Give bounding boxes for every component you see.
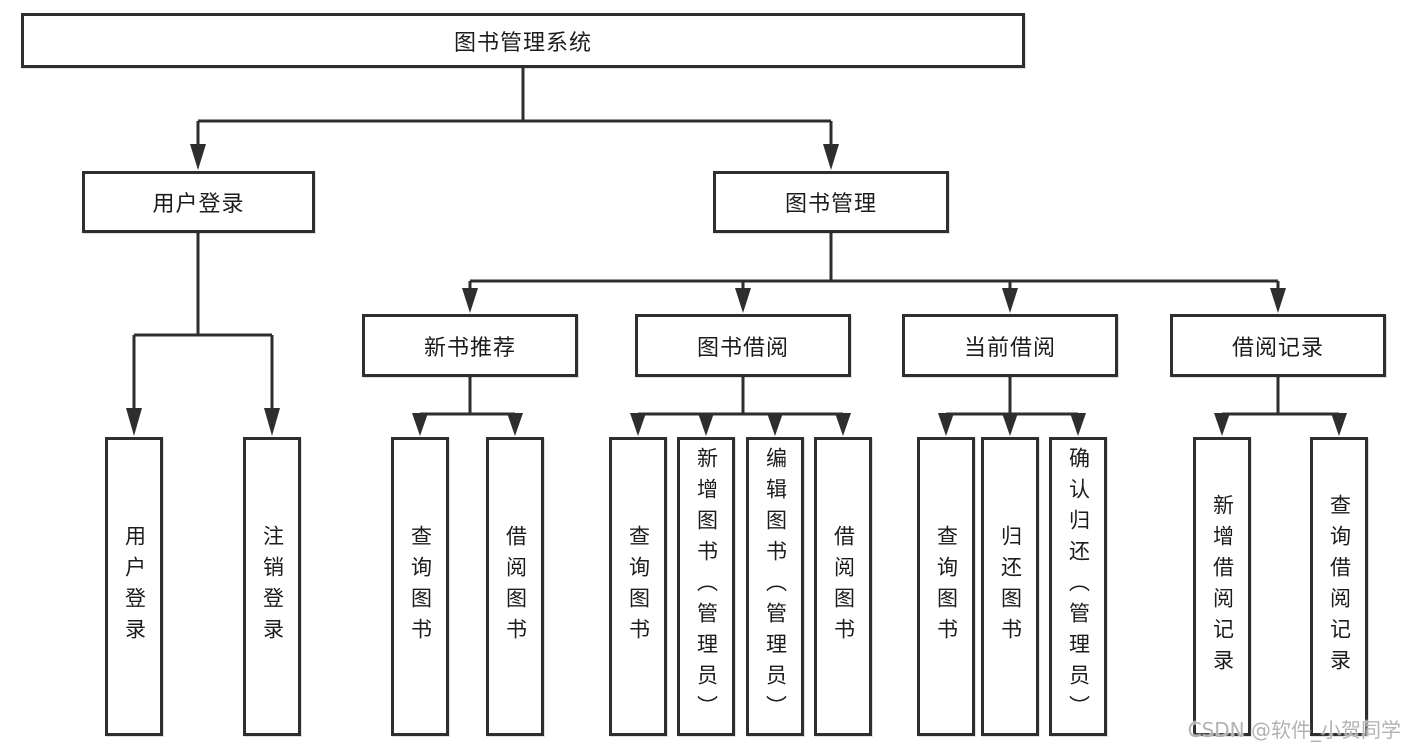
node-label: 图书管理系统: [453, 30, 592, 56]
node-borrow-records: 借阅记录: [1170, 314, 1386, 377]
leaf-label: 新增图书（管理员）: [694, 447, 719, 726]
arrowhead: [735, 288, 751, 313]
connector-current-borrow-to-leaves: [938, 377, 1086, 436]
leaf-borrow-query-book: 查询图书: [609, 437, 667, 736]
csdn-watermark: CSDN @软件_小贺同学: [1187, 718, 1401, 742]
leaf-return-book: 归还图书: [981, 437, 1039, 736]
leaf-label: 新增借阅记录: [1210, 493, 1235, 680]
arrowhead: [767, 413, 783, 436]
leaf-borrow-book: 借阅图书: [814, 437, 872, 736]
leaf-label: 借阅图书: [831, 524, 856, 649]
arrowhead: [835, 413, 851, 436]
node-label: 用户登录: [152, 192, 245, 217]
leaf-label: 归还图书: [998, 524, 1023, 649]
connector-borrow-records-to-leaves: [1214, 377, 1347, 436]
node-label: 当前借阅: [963, 335, 1056, 361]
leaf-label: 用户登录: [122, 524, 147, 649]
node-label: 图书管理: [784, 192, 877, 217]
arrowhead: [1214, 413, 1230, 436]
leaf-recommend-query-book: 查询图书: [391, 437, 449, 736]
arrowhead: [126, 408, 142, 436]
connector-root-to-level2: [190, 68, 839, 170]
leaf-label: 编辑图书（管理员）: [763, 447, 788, 726]
arrowhead: [1002, 288, 1018, 313]
node-book-management: 图书管理: [713, 171, 949, 233]
node-book-borrow: 图书借阅: [635, 314, 851, 377]
leaf-user-login: 用户登录: [105, 437, 163, 736]
arrowhead: [1070, 413, 1086, 436]
arrowhead: [264, 408, 280, 436]
leaf-label: 确认归还（管理员）: [1066, 447, 1091, 726]
leaf-edit-book-admin: 编辑图书（管理员）: [746, 437, 804, 736]
arrowhead: [1331, 413, 1347, 436]
leaf-label: 查询图书: [408, 524, 433, 649]
node-label: 新书推荐: [423, 335, 516, 361]
arrowhead: [190, 144, 206, 170]
node-library-management-system: 图书管理系统: [21, 13, 1025, 68]
leaf-logout: 注销登录: [243, 437, 301, 736]
arrowhead: [698, 413, 714, 436]
leaf-recommend-borrow-book: 借阅图书: [486, 437, 544, 736]
arrowhead: [938, 413, 954, 436]
leaf-label: 查询图书: [934, 524, 959, 649]
connector-user-login-to-leaves: [126, 233, 280, 436]
arrowhead: [1270, 288, 1286, 313]
leaf-label: 查询借阅记录: [1327, 493, 1352, 680]
connector-new-book-recommend-to-leaves: [412, 377, 523, 436]
node-label: 图书借阅: [696, 335, 789, 361]
node-current-borrow: 当前借阅: [902, 314, 1118, 377]
leaf-label: 查询图书: [626, 524, 651, 649]
connector-book-borrow-to-leaves: [630, 377, 851, 436]
arrowhead: [462, 288, 478, 313]
leaf-add-book-admin: 新增图书（管理员）: [677, 437, 735, 736]
node-user-login: 用户登录: [82, 171, 315, 233]
leaf-label: 注销登录: [260, 524, 285, 649]
arrowhead: [412, 413, 428, 436]
leaf-query-borrow-record: 查询借阅记录: [1310, 437, 1368, 736]
leaf-current-query-book: 查询图书: [917, 437, 975, 736]
arrowhead: [507, 413, 523, 436]
arrowhead: [823, 144, 839, 170]
arrowhead: [630, 413, 646, 436]
node-new-book-recommend: 新书推荐: [362, 314, 578, 377]
connector-book-management-to-level3: [462, 233, 1286, 313]
arrowhead: [1002, 413, 1018, 436]
leaf-confirm-return-admin: 确认归还（管理员）: [1049, 437, 1107, 736]
node-label: 借阅记录: [1231, 335, 1324, 361]
leaf-label: 借阅图书: [503, 524, 528, 649]
leaf-add-borrow-record: 新增借阅记录: [1193, 437, 1251, 736]
